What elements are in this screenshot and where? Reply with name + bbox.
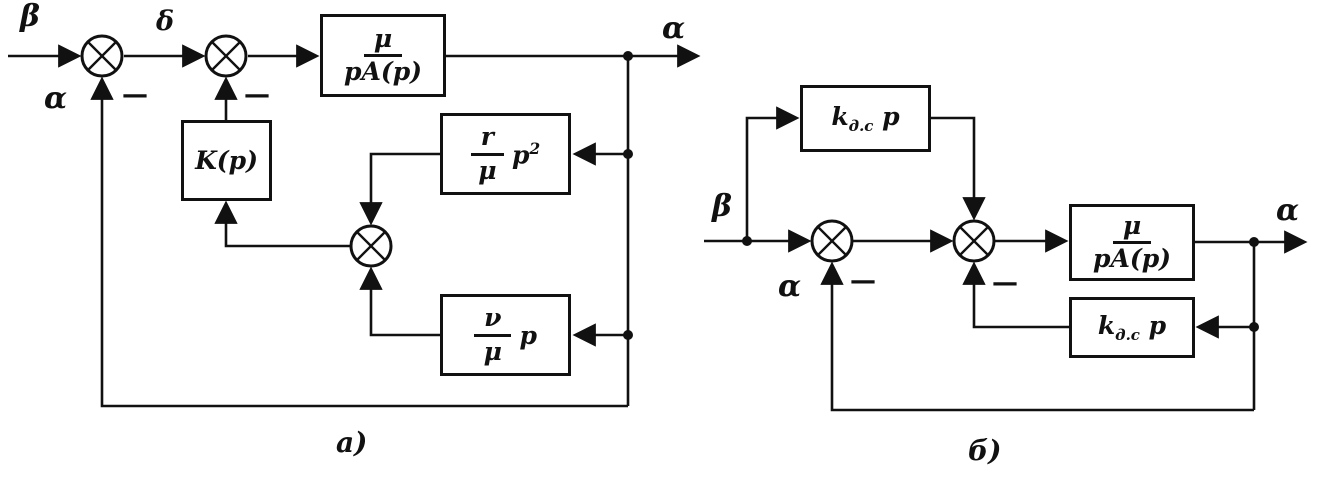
nu-factor: p bbox=[519, 320, 537, 350]
summing-junction-2 bbox=[204, 34, 248, 78]
minus-sign-s4: — bbox=[850, 266, 876, 296]
summing-junction-3 bbox=[349, 224, 393, 268]
wire-branch-to-kdc-top bbox=[745, 106, 800, 241]
block-kdc-bottom: kд.с p bbox=[1069, 297, 1195, 358]
plant-b-fraction: μ pA(p) bbox=[1092, 212, 1171, 273]
kdc-bottom-label: kд.с p bbox=[1097, 311, 1167, 344]
label-output-alpha-b: α bbox=[1276, 193, 1300, 228]
block-kdc-top: kд.с p bbox=[800, 85, 931, 152]
junction-dot bbox=[742, 236, 752, 246]
plant-a-fraction: μ pA(p) bbox=[343, 25, 422, 86]
wire-kdc-top-to-s5 bbox=[931, 116, 986, 221]
junction-dot bbox=[1249, 322, 1259, 332]
junction-dot bbox=[623, 149, 633, 159]
r-numerator: r bbox=[470, 124, 504, 156]
minus-sign-s2: — bbox=[244, 80, 270, 110]
caption-b: б) bbox=[968, 434, 1002, 467]
connectors-diagram-a bbox=[8, 44, 701, 408]
summing-junction-5 bbox=[952, 219, 996, 263]
wire-nu-block-to-s3 bbox=[359, 266, 440, 337]
label-output-alpha-a: α bbox=[662, 11, 686, 46]
wire-feedback-to-s1 bbox=[90, 76, 628, 408]
wire-r-block-to-s3 bbox=[359, 152, 440, 226]
plant-a-numerator: μ bbox=[363, 25, 403, 57]
nu-denominator: μ bbox=[483, 336, 502, 366]
kdc-top-label: kд.с p bbox=[831, 102, 900, 135]
label-feedback-alpha-b: α bbox=[778, 269, 802, 304]
label-input-beta-b: β bbox=[712, 189, 732, 224]
nu-numerator: ν bbox=[474, 305, 512, 337]
block-plant-a: μ pA(p) bbox=[320, 14, 446, 97]
nu-fraction: ν μ bbox=[474, 305, 512, 366]
r-fraction: r μ bbox=[470, 124, 504, 185]
label-delta: δ bbox=[156, 6, 175, 37]
wire-kdc-bottom-to-s5 bbox=[962, 261, 1069, 329]
wire-s3-to-kp bbox=[214, 200, 351, 248]
minus-sign-s5: — bbox=[992, 268, 1018, 298]
connectors-diagram-b bbox=[704, 106, 1308, 412]
summing-junction-1 bbox=[80, 34, 124, 78]
junction-dot bbox=[623, 51, 633, 61]
r-factor: p2 bbox=[511, 138, 541, 170]
block-r-p2: r μ p2 bbox=[440, 113, 571, 195]
block-kp: K(p) bbox=[181, 120, 272, 201]
block-plant-b: μ pA(p) bbox=[1069, 204, 1195, 281]
r-denominator: μ bbox=[478, 155, 497, 185]
junction-dot bbox=[623, 330, 633, 340]
plant-a-denominator: pA(p) bbox=[343, 57, 422, 86]
plant-b-denominator: pA(p) bbox=[1092, 244, 1171, 273]
label-feedback-alpha-a: α bbox=[44, 81, 68, 116]
plant-b-numerator: μ bbox=[1112, 212, 1152, 244]
caption-a: а) bbox=[336, 426, 368, 459]
kp-label: K(p) bbox=[195, 146, 258, 175]
wire-feedback-to-s4 bbox=[820, 261, 1254, 412]
label-input-beta-a: β bbox=[20, 0, 40, 34]
junction-dot bbox=[1249, 237, 1259, 247]
block-nu-p: ν μ p bbox=[440, 294, 571, 376]
summing-junction-4 bbox=[810, 219, 854, 263]
minus-sign-s1: — bbox=[122, 80, 148, 110]
